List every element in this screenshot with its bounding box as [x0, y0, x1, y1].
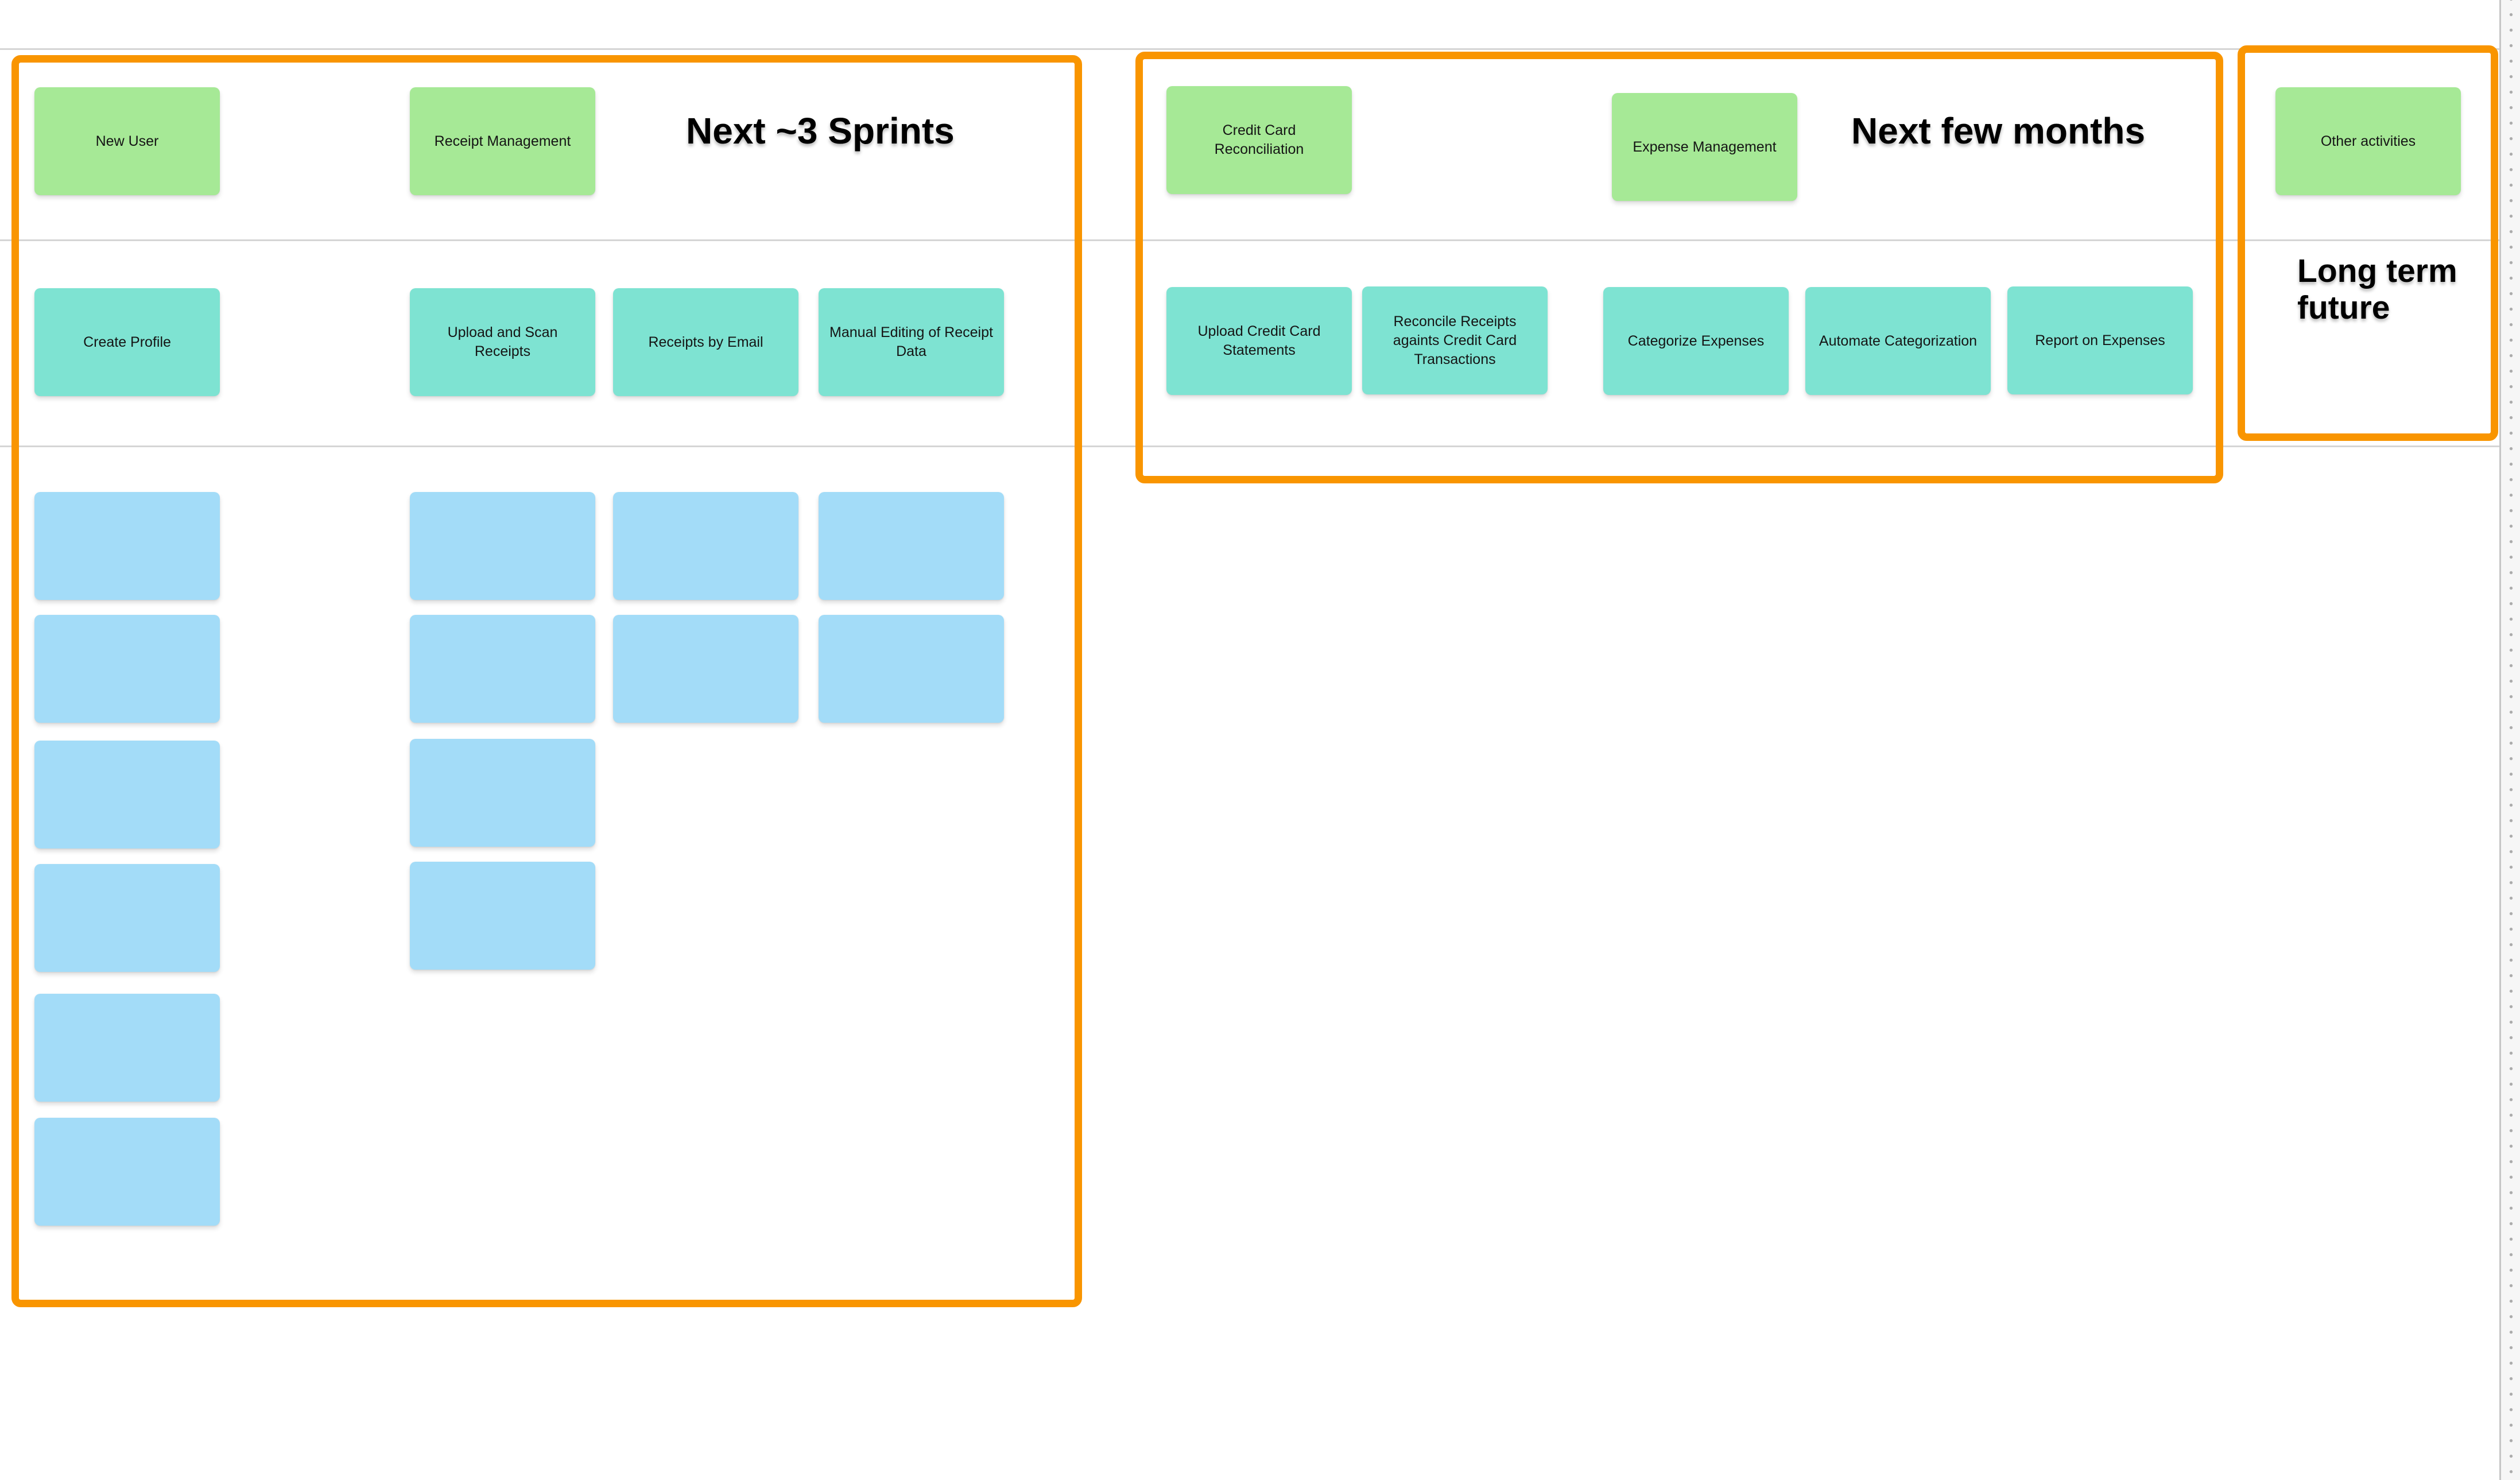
sticky-note-blank[interactable] — [410, 492, 595, 600]
sticky-note-label: Create Profile — [83, 334, 171, 350]
sticky-note-new-user[interactable]: New User — [34, 87, 220, 195]
sticky-note-blank[interactable] — [34, 994, 220, 1102]
sticky-note-automate-categorization[interactable]: Automate Categorization — [1805, 287, 1991, 395]
frame-next-few-months[interactable] — [1135, 52, 2223, 483]
lane-divider-line — [0, 239, 2520, 241]
sticky-note-label: Report on Expenses — [2035, 332, 2165, 348]
sticky-note-label: New User — [95, 133, 159, 149]
sticky-note-expense-management[interactable]: Expense Management — [1612, 93, 1797, 201]
sticky-note-blank[interactable] — [34, 615, 220, 723]
sticky-note-receipts-by-email[interactable]: Receipts by Email — [613, 288, 798, 396]
sticky-note-label: Credit Card Reconciliation — [1214, 122, 1304, 157]
sticky-note-categorize-expenses[interactable]: Categorize Expenses — [1603, 287, 1789, 395]
sticky-note-label: Other activities — [2320, 133, 2416, 149]
sticky-note-blank[interactable] — [34, 1118, 220, 1226]
lane-divider-line — [0, 445, 2520, 447]
sticky-note-upload-and-scan-receipts[interactable]: Upload and Scan Receipts — [410, 288, 595, 396]
sticky-note-blank[interactable] — [613, 615, 798, 723]
frame-long-term-future[interactable] — [2238, 45, 2498, 441]
sticky-note-blank[interactable] — [34, 864, 220, 972]
sticky-note-label: Manual Editing of Receipt Data — [829, 324, 993, 359]
sticky-note-manual-editing-of-receipt-data[interactable]: Manual Editing of Receipt Data — [819, 288, 1004, 396]
canvas-edge-line — [2499, 0, 2501, 1480]
sticky-note-create-profile[interactable]: Create Profile — [34, 288, 220, 396]
frame-title-next-few-months[interactable]: Next few months — [1851, 110, 2146, 152]
frame-title-long-term-future[interactable]: Long term future — [2297, 253, 2457, 327]
sticky-note-blank[interactable] — [34, 741, 220, 849]
sticky-note-blank[interactable] — [410, 615, 595, 723]
sticky-note-other-activities[interactable]: Other activities — [2275, 87, 2461, 195]
sticky-note-label: Categorize Expenses — [1627, 332, 1765, 349]
sticky-note-label: Receipt Management — [434, 133, 571, 149]
sticky-note-blank[interactable] — [613, 492, 798, 600]
sticky-note-blank[interactable] — [410, 862, 595, 970]
sticky-note-label: Upload and Scan Receipts — [447, 324, 558, 359]
sticky-note-blank[interactable] — [410, 739, 595, 847]
sticky-note-receipt-management[interactable]: Receipt Management — [410, 87, 595, 195]
sticky-note-upload-credit-card-statements[interactable]: Upload Credit Card Statements — [1166, 287, 1352, 395]
canvas-dot-grid — [2501, 0, 2520, 1480]
sticky-note-report-on-expenses[interactable]: Report on Expenses — [2007, 286, 2193, 394]
sticky-note-blank[interactable] — [34, 492, 220, 600]
frame-next-3-sprints[interactable] — [11, 55, 1082, 1307]
sticky-note-credit-card-reconciliation[interactable]: Credit Card Reconciliation — [1166, 86, 1352, 194]
sticky-note-label: Upload Credit Card Statements — [1197, 323, 1321, 358]
sticky-note-reconcile-receipts-againts-credit-card-transactions[interactable]: Reconcile Receipts againts Credit Card T… — [1362, 286, 1548, 394]
sticky-note-blank[interactable] — [819, 615, 1004, 723]
sticky-note-label: Expense Management — [1633, 138, 1777, 155]
lane-divider-line — [0, 48, 2520, 50]
sticky-note-label: Automate Categorization — [1819, 332, 1978, 349]
sticky-note-blank[interactable] — [819, 492, 1004, 600]
sticky-note-label: Reconcile Receipts againts Credit Card T… — [1393, 313, 1517, 367]
frame-title-next-3-sprints[interactable]: Next ~3 Sprints — [686, 110, 955, 152]
sticky-note-label: Receipts by Email — [648, 334, 763, 350]
